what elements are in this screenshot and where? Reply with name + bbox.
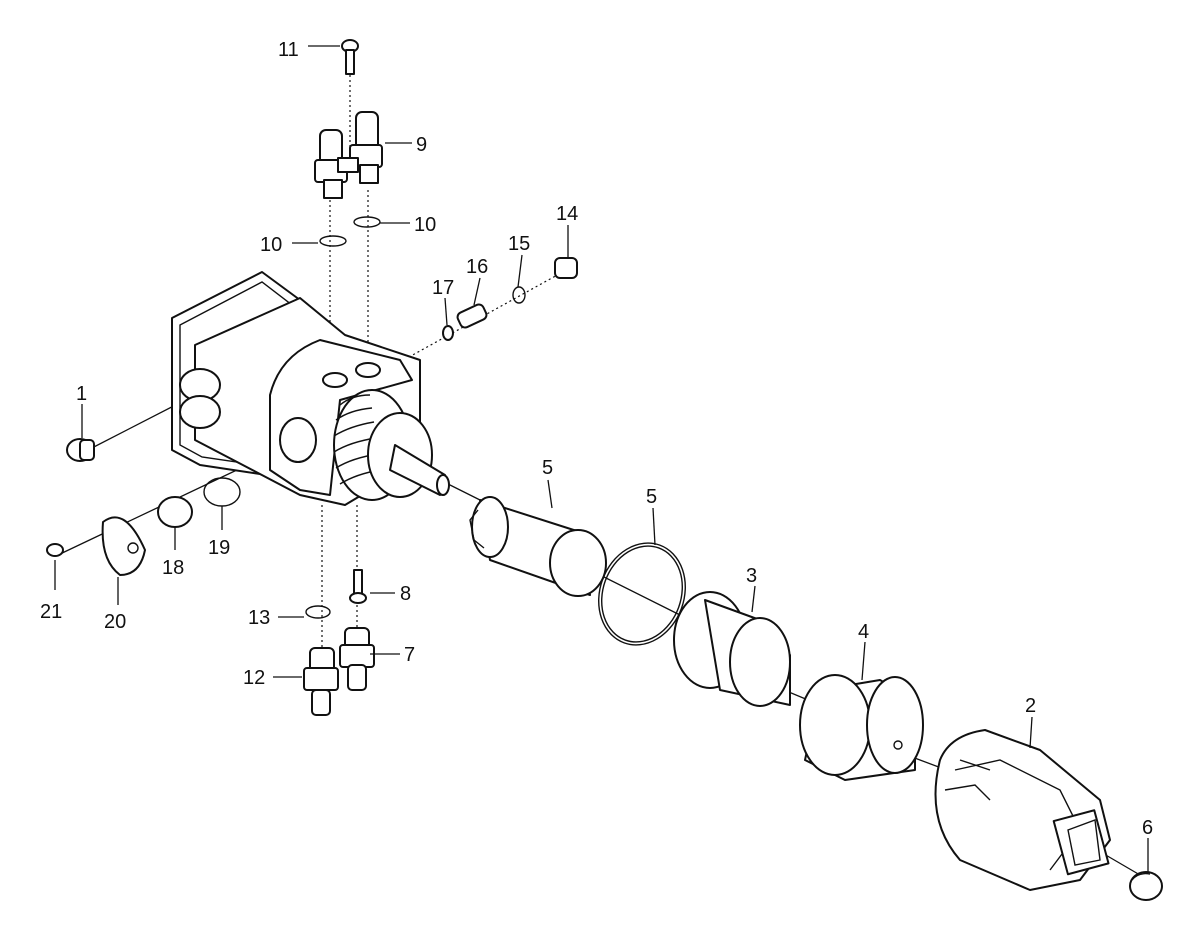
part-screw-8 xyxy=(349,569,367,604)
callout-6: 6 xyxy=(1142,817,1153,839)
part-small-parts-18-21 xyxy=(46,477,241,576)
callout-5-filter: 5 xyxy=(542,457,553,479)
callout-17: 17 xyxy=(432,277,454,299)
callout-10-right: 10 xyxy=(414,214,436,236)
callout-16: 16 xyxy=(466,256,488,278)
callout-1: 1 xyxy=(76,383,87,405)
callout-2: 2 xyxy=(1025,695,1036,717)
callout-19: 19 xyxy=(208,537,230,559)
part-o-ring-13 xyxy=(305,605,331,619)
callout-8: 8 xyxy=(400,583,411,605)
part-strainer-cup-3 xyxy=(673,591,791,707)
callout-10-left: 10 xyxy=(260,234,282,256)
part-plug-1 xyxy=(66,438,95,462)
callout-leaders xyxy=(54,45,1149,872)
callout-15: 15 xyxy=(508,233,530,255)
part-filter-element-5 xyxy=(469,496,607,597)
callout-14: 14 xyxy=(556,203,578,225)
part-fittings-9 xyxy=(314,111,383,199)
part-small-parts-14-17 xyxy=(442,257,578,341)
part-fitting-12 xyxy=(303,647,339,716)
part-fitting-7 xyxy=(339,627,375,691)
callout-11: 11 xyxy=(278,39,299,61)
part-o-rings-10 xyxy=(319,216,381,247)
callout-12: 12 xyxy=(243,667,265,689)
callout-9: 9 xyxy=(416,134,427,156)
callout-3: 3 xyxy=(746,565,757,587)
callout-20: 20 xyxy=(104,611,126,633)
part-cylinder-filter-4 xyxy=(799,674,924,781)
callout-4: 4 xyxy=(858,621,869,643)
callout-18: 18 xyxy=(162,557,184,579)
callout-labels: 11 9 10 10 14 15 16 17 1 5 5 3 4 2 6 8 7… xyxy=(40,39,1153,839)
callout-7: 7 xyxy=(404,644,415,666)
callout-21: 21 xyxy=(40,601,62,623)
part-screw-11 xyxy=(341,39,359,75)
part-cap-6 xyxy=(1129,871,1163,901)
callout-13: 13 xyxy=(248,607,270,629)
callout-5-ring: 5 xyxy=(646,486,657,508)
part-pump-housing xyxy=(171,271,450,506)
part-filter-bowl-2 xyxy=(934,729,1111,891)
part-o-ring-5 xyxy=(598,542,686,646)
